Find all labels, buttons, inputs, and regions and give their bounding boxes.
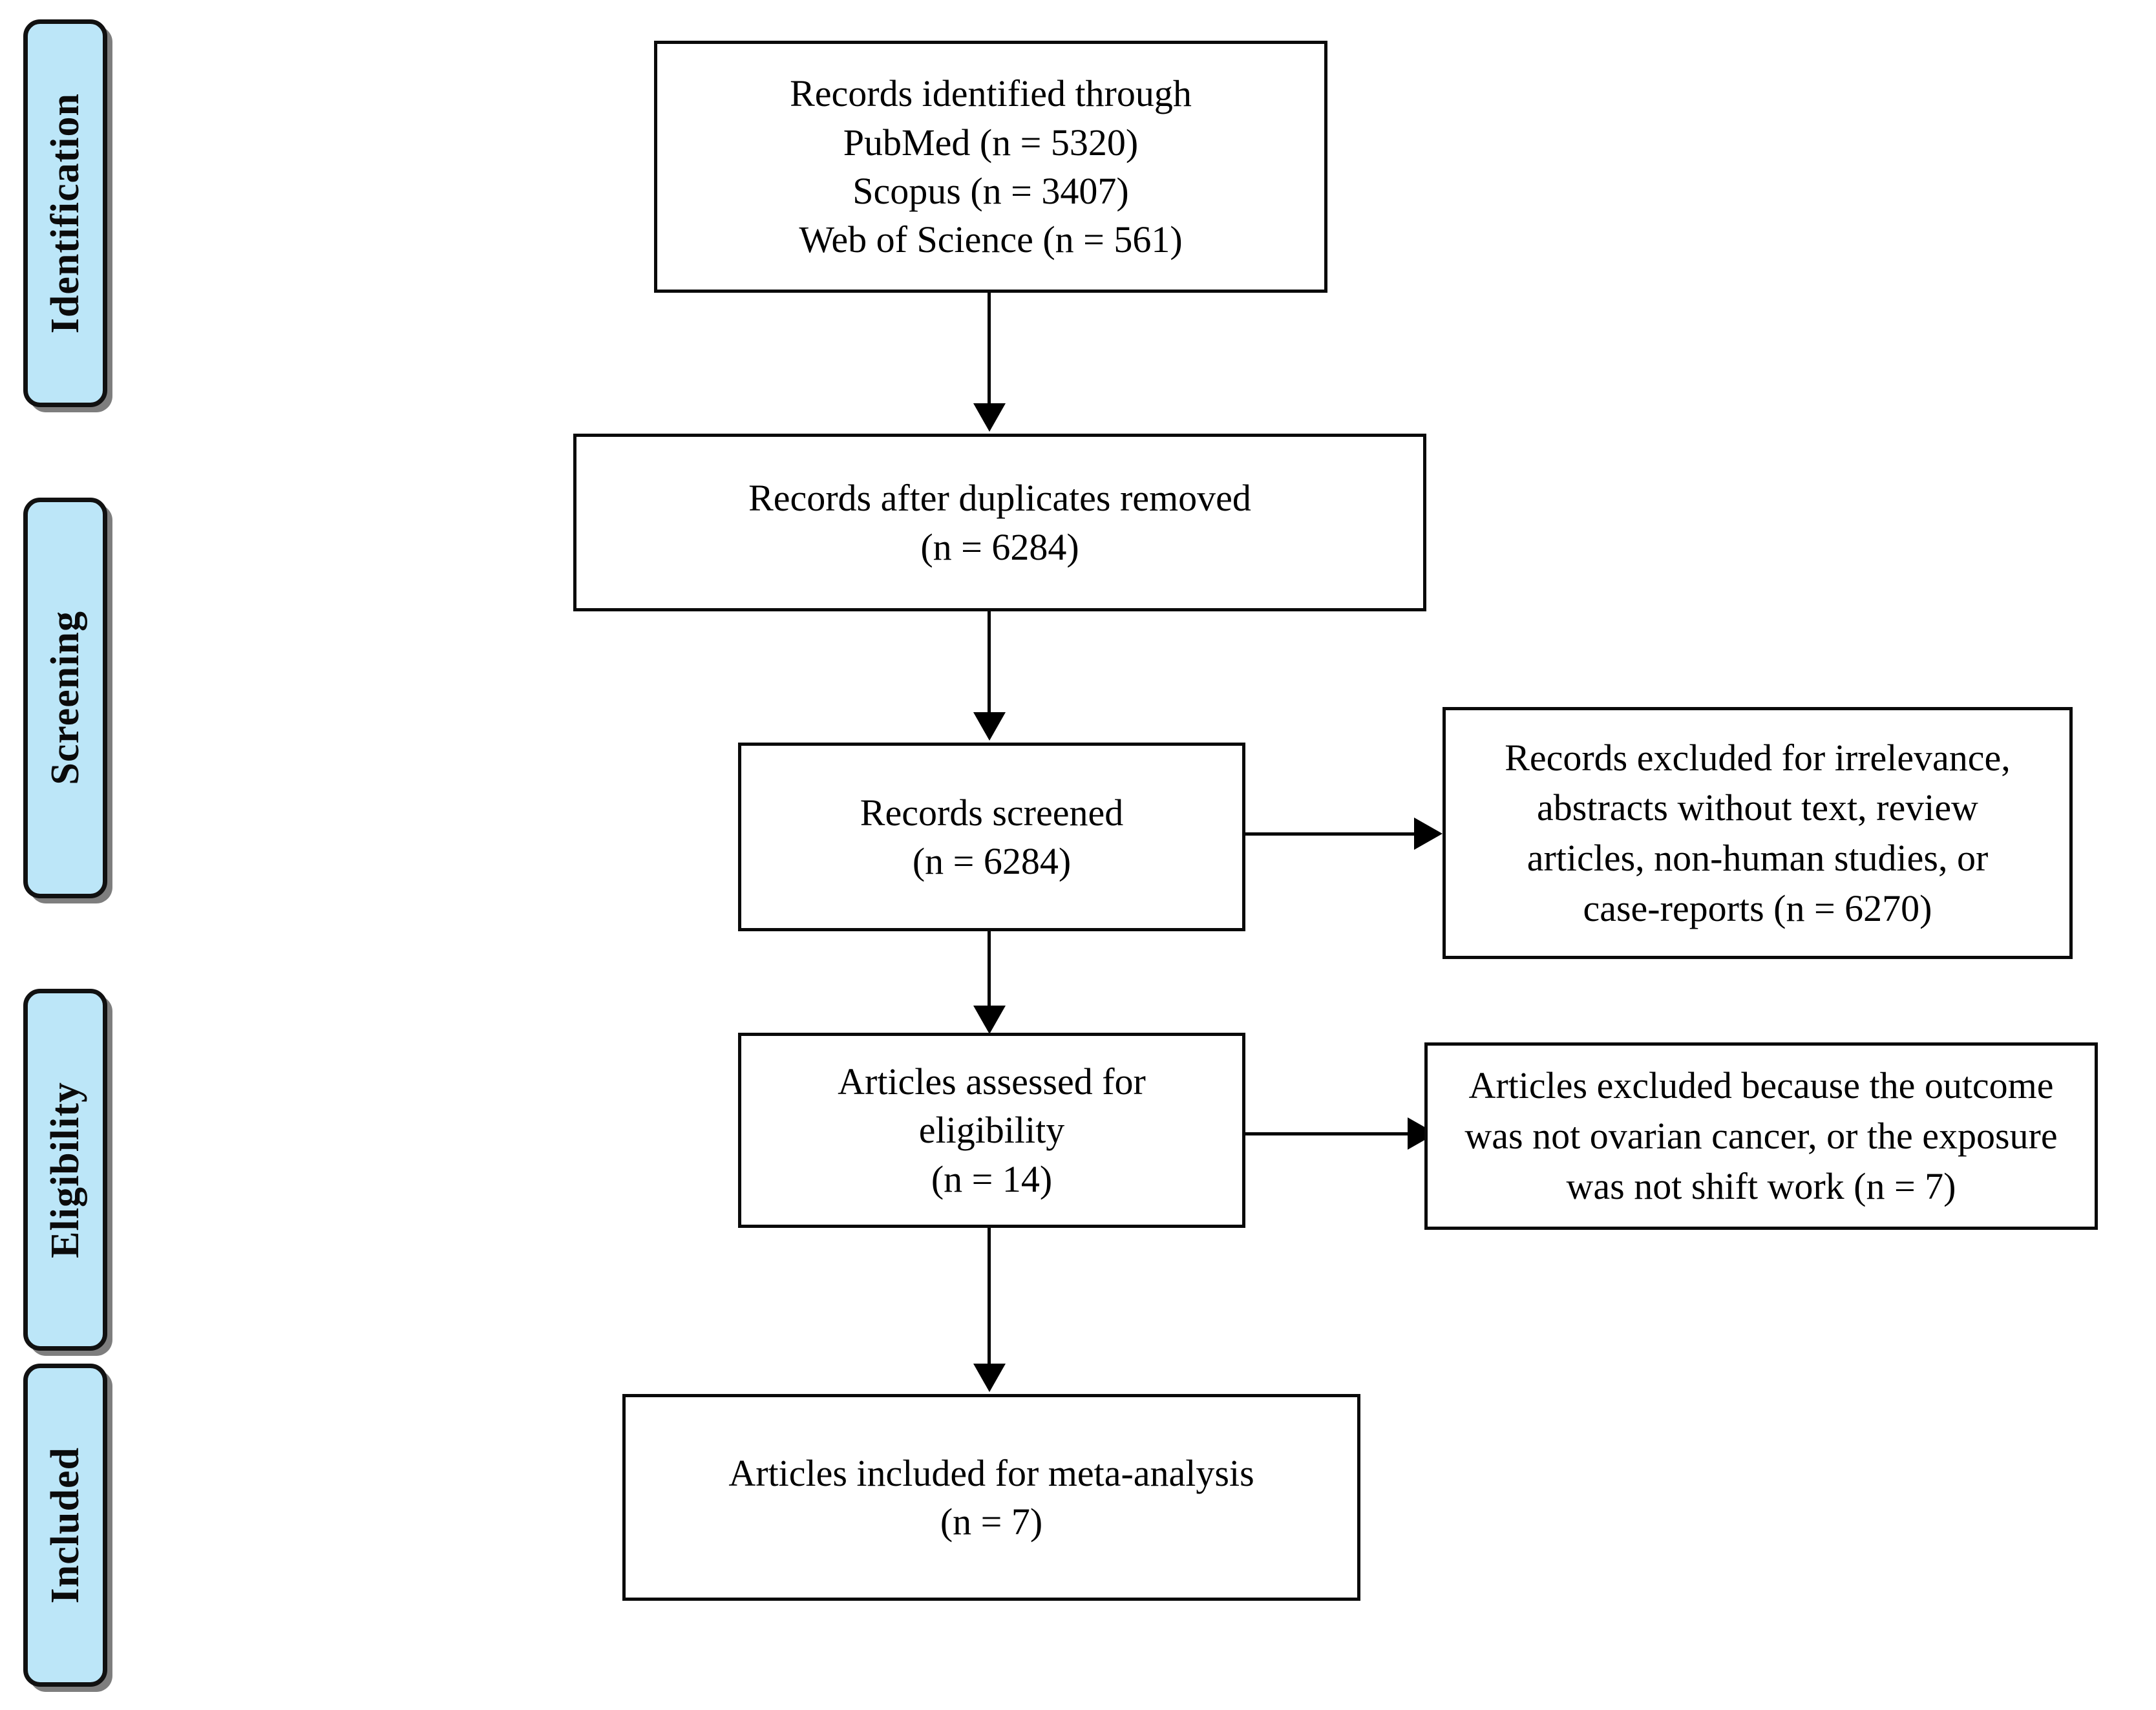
box-records-identified: Records identified through PubMed (n = 5… [654, 41, 1327, 293]
box-records-screened-text: Records screened (n = 6284) [860, 791, 1124, 882]
arrowhead-screened-to-records-excluded [1414, 818, 1443, 850]
box-articles-excluded: Articles excluded because the outcome wa… [1424, 1042, 2098, 1230]
stage-label-screening: Screening [43, 611, 87, 785]
connector-identified-to-duplicates [988, 293, 991, 406]
connector-assessed-to-included [988, 1228, 991, 1367]
box-records-screened: Records screened (n = 6284) [738, 743, 1245, 931]
stage-pill-eligibility: Eligibility [23, 989, 107, 1351]
connector-duplicates-to-screened [988, 611, 991, 715]
arrowhead-duplicates-to-screened [973, 712, 1006, 741]
box-articles-included: Articles included for meta-analysis (n =… [622, 1394, 1360, 1601]
stage-pill-screening: Screening [23, 498, 107, 898]
box-records-identified-text: Records identified through PubMed (n = 5… [790, 72, 1192, 261]
arrowhead-screened-to-assessed [973, 1006, 1006, 1034]
stage-label-eligibility: Eligibility [43, 1081, 87, 1258]
box-articles-assessed-text: Articles assessed for eligibility (n = 1… [838, 1060, 1146, 1200]
arrowhead-assessed-to-included [973, 1364, 1006, 1392]
connector-screened-to-records-excluded [1245, 832, 1417, 836]
box-articles-included-text: Articles included for meta-analysis (n =… [728, 1451, 1254, 1543]
stage-pill-included: Included [23, 1364, 107, 1687]
connector-assessed-to-articles-excluded [1245, 1132, 1410, 1135]
box-records-excluded-text: Records excluded for irrelevance, abstra… [1505, 736, 2011, 929]
box-articles-assessed: Articles assessed for eligibility (n = 1… [738, 1033, 1245, 1228]
box-articles-excluded-text: Articles excluded because the outcome wa… [1464, 1064, 2058, 1207]
box-records-excluded: Records excluded for irrelevance, abstra… [1443, 707, 2073, 959]
stage-label-included: Included [43, 1446, 87, 1604]
box-records-after-duplicates: Records after duplicates removed (n = 62… [573, 434, 1426, 611]
connector-screened-to-assessed [988, 931, 991, 1009]
stage-label-identification: Identification [43, 92, 87, 334]
arrowhead-identified-to-duplicates [973, 403, 1006, 432]
stage-pill-identification: Identification [23, 19, 107, 407]
box-records-after-duplicates-text: Records after duplicates removed (n = 62… [748, 477, 1251, 568]
